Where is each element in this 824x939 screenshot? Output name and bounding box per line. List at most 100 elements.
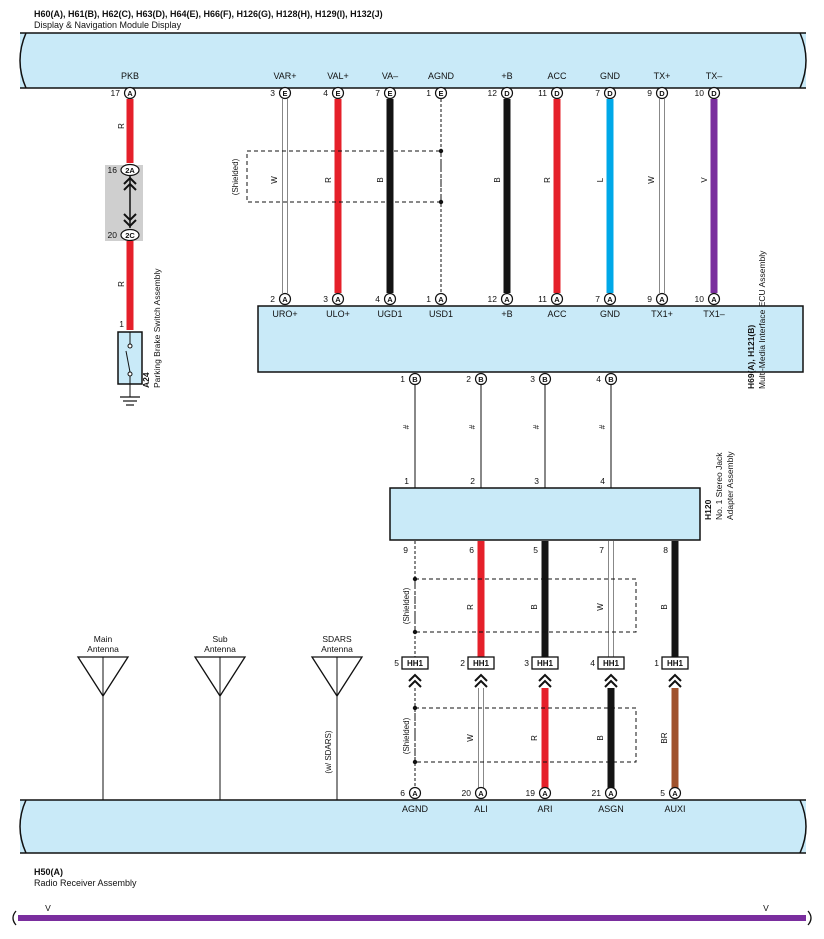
top-pin-number-0: 17 <box>111 88 121 98</box>
hh1-connector-pin-1: 2 <box>460 658 465 668</box>
top-pin-5-circle <box>500 86 514 100</box>
adapter-bottom-pin-4: 8 <box>663 545 668 555</box>
ecu-top-pin-1-letter: A <box>335 295 341 304</box>
top-pin-label-0: PKB <box>121 71 139 81</box>
upper-shield-dot-bottom <box>438 199 444 205</box>
adapter-top-pin-3: 4 <box>600 476 605 486</box>
upper-wire-color-0: W <box>270 176 279 184</box>
ecu-top-pin-number-7: 9 <box>647 294 652 304</box>
top-pin-label-7: GND <box>600 71 621 81</box>
hh1-arrow-4 <box>668 673 682 688</box>
adapter-box <box>389 487 701 541</box>
upper-wire-color-3: B <box>493 177 502 182</box>
top-pin-0-circle <box>123 86 137 100</box>
radio-box-left-cap <box>19 799 27 854</box>
lower-shield-dot-top <box>412 705 418 711</box>
ecu-top-pin-5-circle <box>550 292 564 306</box>
adapter-top-pin-1: 2 <box>470 476 475 486</box>
top-pin-2-circle <box>331 86 345 100</box>
radio-pin-label-4: AUXI <box>664 804 685 814</box>
antenna-name-line1-2: SDARS <box>322 634 352 644</box>
antenna-name-line2-0: Antenna <box>87 644 119 654</box>
pkb-switch-name: Parking Brake Switch Assembly <box>152 268 162 388</box>
top-pin-3-letter: E <box>387 89 392 98</box>
ecu-top-pin-label-2: UGD1 <box>377 309 402 319</box>
adapter-name-line1: No. 1 Stereo Jack <box>714 452 724 520</box>
top-pin-number-6: 11 <box>538 88 547 98</box>
bottom-bus-left-label: V <box>45 903 51 913</box>
ecu-top-pin-label-0: URO+ <box>272 309 297 319</box>
radio-pin-2-letter: A <box>542 789 548 798</box>
junction-arrow-up <box>123 176 137 191</box>
top-pin-9-circle <box>707 86 721 100</box>
ecu-top-pin-label-6: GND <box>600 309 621 319</box>
junction-top-circle <box>120 163 140 177</box>
lower-wire-color-3: BR <box>660 732 669 743</box>
radio-pin-number-3: 21 <box>592 788 602 798</box>
ecu-top-pin-4-letter: A <box>504 295 510 304</box>
top-module-box-left-cap <box>19 32 27 89</box>
ecu-box <box>257 305 804 373</box>
ecu-top-pin-number-0: 2 <box>270 294 275 304</box>
hh1-connector-0 <box>401 656 429 670</box>
mid-shield-box <box>414 578 637 633</box>
ecu-top-pin-number-3: 1 <box>426 294 431 304</box>
top-pin-number-9: 10 <box>695 88 705 98</box>
adapter-code: H120 <box>703 499 713 520</box>
pkb-switch-contact-top <box>127 343 133 349</box>
radio-pin-label-1: ALI <box>474 804 488 814</box>
ecu-top-pin-1-circle <box>331 292 345 306</box>
ecu-bottom-pin-number-0: 1 <box>400 374 405 384</box>
hh1-connector-pin-2: 3 <box>524 658 529 668</box>
ecu-codes: H69(A), H121(B) <box>746 325 756 389</box>
radio-pin-number-0: 6 <box>400 788 405 798</box>
ecu-top-pin-8-circle <box>707 292 721 306</box>
top-pin-label-4: AGND <box>428 71 455 81</box>
top-module-box <box>20 33 806 88</box>
ecu-top-pin-6-letter: A <box>607 295 613 304</box>
adapter-name-line2: Adapter Assembly <box>725 451 735 520</box>
hh1-connector-3 <box>597 656 625 670</box>
top-pin-number-1: 3 <box>270 88 275 98</box>
radio-pin-0-letter: A <box>412 789 418 798</box>
adapter-bottom-pin-1: 6 <box>469 545 474 555</box>
antenna-name-line1-0: Main <box>94 634 113 644</box>
pkb-switch-pin: 1 <box>119 319 124 329</box>
radio-pin-label-2: ARI <box>537 804 552 814</box>
top-module-box-right-cap <box>799 32 807 89</box>
top-module-name: Display & Navigation Module Display <box>34 20 182 30</box>
ecu-name: Multi-Media Interface ECU Assembly <box>757 250 767 389</box>
radio-pin-1-letter: A <box>478 789 484 798</box>
top-module-codes: H60(A), H61(B), H62(C), H63(D), H64(E), … <box>34 9 383 19</box>
upper-wire-color-2: B <box>376 177 385 182</box>
ecu-top-pin-number-4: 12 <box>488 294 498 304</box>
top-pin-7-circle <box>603 86 617 100</box>
top-pin-4-letter: E <box>438 89 443 98</box>
radio-box-right-cap <box>799 799 807 854</box>
ecu-top-pin-number-2: 4 <box>375 294 380 304</box>
radio-pin-label-3: ASGN <box>598 804 624 814</box>
upper-shield-label: (Shielded) <box>231 158 240 195</box>
antenna-name-line2-1: Antenna <box>204 644 236 654</box>
adapter-top-pin-2: 3 <box>534 476 539 486</box>
sdars-note: (w/ SDARS) <box>324 730 333 773</box>
ecu-top-pin-7-letter: A <box>659 295 665 304</box>
junction-bottom-circle <box>120 228 140 242</box>
hh1-connector-1 <box>467 656 495 670</box>
ecu-bottom-pin-0-letter: B <box>412 375 418 384</box>
upper-wire-color-7: V <box>700 177 709 183</box>
top-pin-number-5: 12 <box>488 88 498 98</box>
top-pin-label-1: VAR+ <box>273 71 296 81</box>
junction-bottom-pin: 20 <box>108 230 118 240</box>
ecu-top-pin-7-circle <box>655 292 669 306</box>
top-pin-label-8: TX+ <box>654 71 671 81</box>
radio-pin-number-1: 20 <box>462 788 472 798</box>
top-pin-label-9: TX– <box>706 71 723 81</box>
ecu-top-pin-3-circle <box>434 292 448 306</box>
pkb-switch-code: A24 <box>141 372 151 388</box>
top-pin-9-letter: D <box>711 89 717 98</box>
ecu-top-pin-label-4: +B <box>501 309 512 319</box>
upper-wire-color-1: R <box>324 177 333 183</box>
pkb-wire-upper-color: R <box>117 123 126 129</box>
radio-name: Radio Receiver Assembly <box>34 878 137 888</box>
